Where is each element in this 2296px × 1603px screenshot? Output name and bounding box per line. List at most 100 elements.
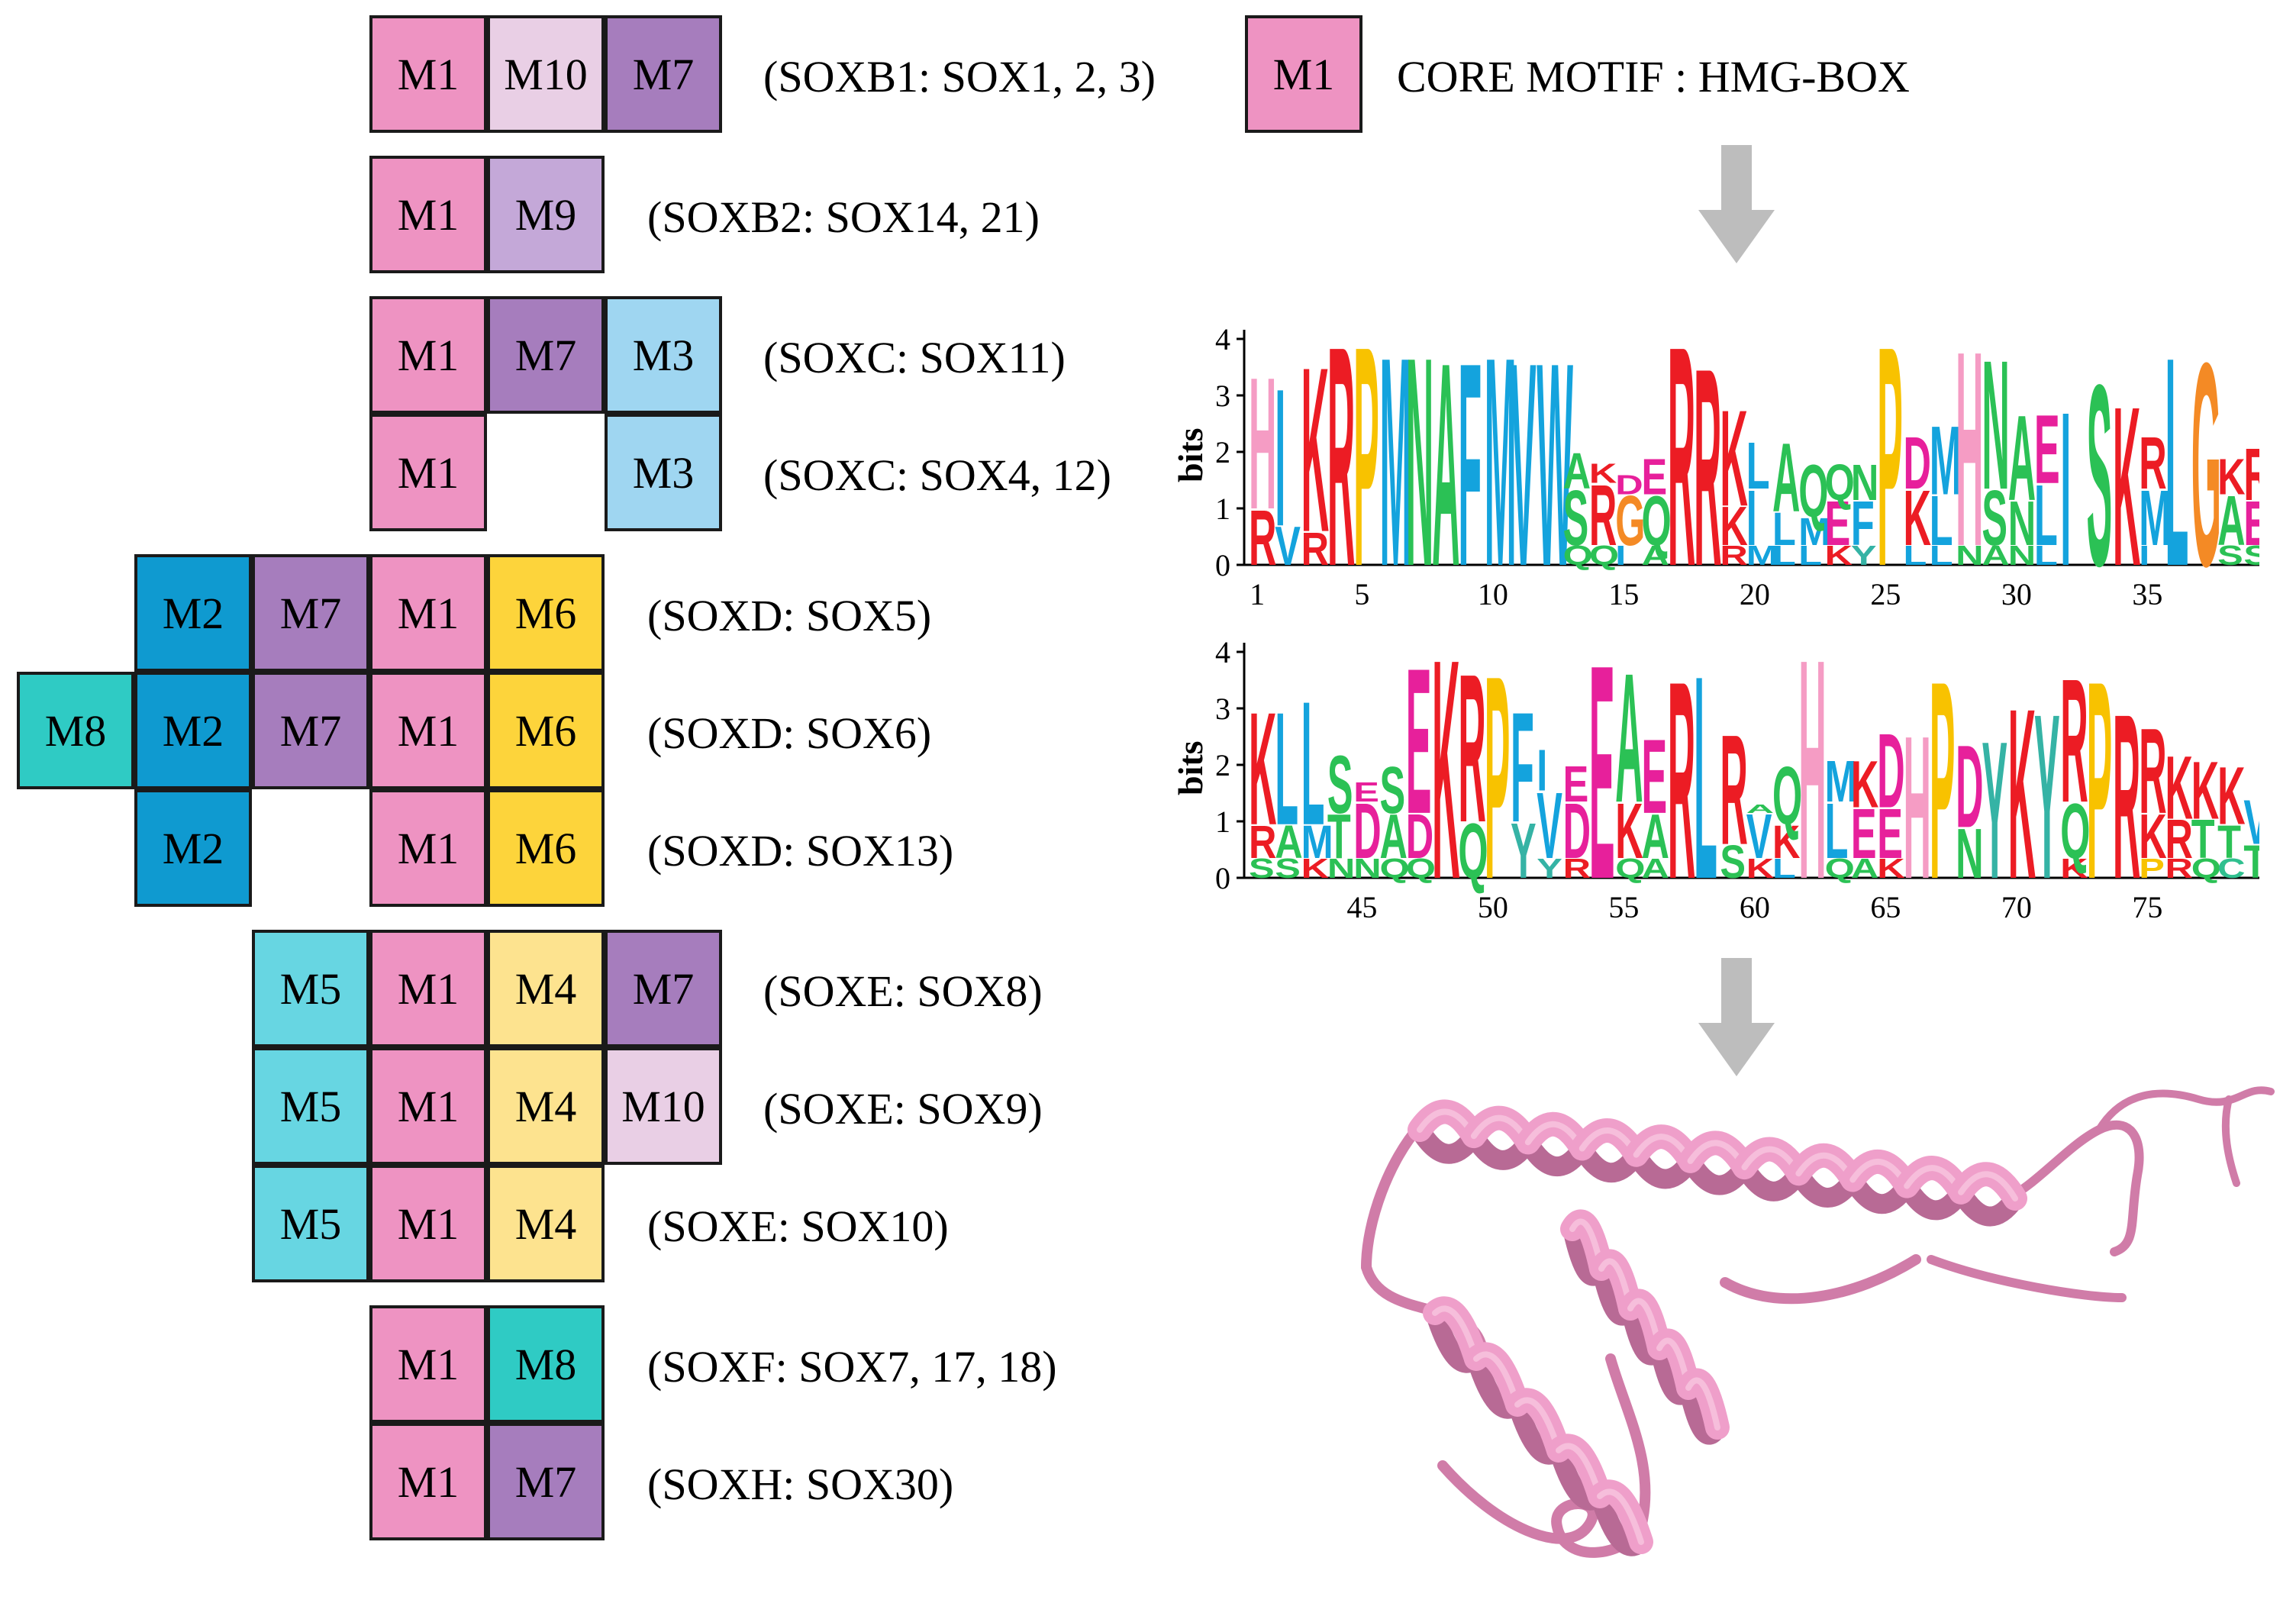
logo-letter: P — [1353, 302, 1379, 607]
motif-box-m1: M1 — [369, 1423, 487, 1540]
motif-name: M1 — [397, 1339, 460, 1389]
logo-letter: T — [1327, 802, 1351, 872]
logo-letter: D — [1877, 712, 1904, 831]
x-tick-label: 55 — [1608, 890, 1639, 920]
logo-letter: K — [2139, 802, 2166, 872]
motif-box-m4: M4 — [487, 1165, 605, 1282]
motif-name: M3 — [632, 447, 695, 498]
logo-letter: R — [2060, 642, 2088, 839]
logo-letter: K — [2165, 738, 2193, 838]
subgroup-label: (SOXH: SOX30) — [647, 1459, 954, 1509]
logo-letter: L — [1772, 540, 1796, 571]
logo-letter: R — [2165, 853, 2193, 884]
logo-letter: H — [1956, 302, 1983, 605]
motif-box-m1: M1 — [369, 15, 487, 133]
subgroup-label: (SOXE: SOX9) — [763, 1084, 1043, 1134]
logo-letter: S — [1380, 753, 1406, 828]
logo-letter: Q — [1380, 853, 1410, 884]
logo-letter: L — [1746, 429, 1770, 504]
motif-box-m1: M1 — [369, 672, 487, 789]
motif-name: M1 — [397, 189, 460, 240]
logo-letter: H — [1798, 614, 1826, 920]
logo-letter: V — [2243, 788, 2259, 858]
motif-name: M4 — [514, 963, 577, 1014]
logo-letter: Y — [2034, 665, 2060, 920]
logo-letter: L — [2034, 540, 2058, 571]
logo-letter: A — [1275, 815, 1302, 868]
logo-letter: D — [1904, 422, 1931, 505]
logo-letter: L — [1798, 540, 1822, 571]
logo-letter: E — [2243, 489, 2259, 560]
logo-letter: L — [1772, 502, 1796, 555]
motif-box-m7: M7 — [605, 15, 722, 133]
subgroup-label: (SOXE: SOX8) — [763, 966, 1043, 1016]
motif-name: M1 — [397, 1081, 460, 1131]
motif-box-m2: M2 — [134, 789, 252, 907]
motif-box-m4: M4 — [487, 930, 605, 1047]
logo-letter: E — [1589, 614, 1615, 920]
motif-box-m1: M1 — [369, 1165, 487, 1282]
logo-letter: K — [1301, 318, 1329, 581]
logo-letter: I — [1275, 348, 1285, 567]
logo-letter: L — [1904, 540, 1927, 571]
logo-letter: I — [1537, 737, 1547, 802]
logo-letter: R — [2113, 665, 2140, 920]
logo-letter: K — [1249, 679, 1276, 859]
logo-letter: R — [1694, 309, 1721, 607]
motif-box-m1: M1 — [369, 414, 487, 531]
motif-name: M1 — [397, 705, 460, 756]
logo-letter: Q — [1589, 540, 1619, 571]
logo-letter: M — [1798, 510, 1830, 554]
logo-letter: H — [1249, 338, 1276, 549]
motif-box-m8: M8 — [17, 672, 134, 789]
motif-name: M5 — [279, 1198, 342, 1249]
motif-box-m7: M7 — [487, 296, 605, 414]
logo-letter: G — [1615, 482, 1645, 560]
y-tick-label: 1 — [1215, 492, 1230, 526]
motif-box-m3: M3 — [605, 414, 722, 531]
motif-box-m10: M10 — [487, 15, 605, 133]
logo-letter: Q — [1406, 853, 1436, 884]
motif-name: M1 — [397, 823, 460, 873]
logo-letter: Y — [1511, 808, 1537, 895]
motif-box-m3: M3 — [605, 296, 722, 414]
logo-letter: A — [1772, 423, 1800, 532]
motif-name: M7 — [514, 1456, 577, 1507]
logo-letter: Q — [1615, 853, 1645, 884]
logo-letter: F — [1851, 489, 1875, 560]
logo-letter: A — [1642, 853, 1669, 884]
logo-letter: Q — [1772, 750, 1802, 841]
logo-letter: N — [2008, 540, 2036, 571]
motif-name: M8 — [514, 1339, 577, 1389]
logo-letter: L — [1772, 853, 1796, 884]
logo-letter: M — [1380, 302, 1412, 607]
motif-name: M5 — [279, 963, 342, 1014]
logo-letter: V — [1511, 303, 1537, 607]
x-tick-label: 65 — [1870, 890, 1901, 920]
motif-name: M5 — [279, 1081, 342, 1131]
logo-letter: Q — [1563, 540, 1593, 571]
logo-letter: R — [1249, 495, 1276, 582]
motif-box-m7: M7 — [252, 672, 369, 789]
logo-letter: F — [1458, 303, 1482, 607]
logo-letter: K — [1615, 789, 1643, 876]
x-tick-label: 10 — [1478, 577, 1508, 607]
logo-letter: S — [2243, 540, 2259, 571]
logo-letter: E — [1406, 625, 1432, 858]
x-tick-label: 75 — [2132, 890, 2162, 920]
logo-letter: D — [1563, 789, 1591, 876]
logo-letter: A — [1615, 634, 1643, 840]
down-arrow-icon — [1698, 958, 1775, 1076]
motif-name: M2 — [162, 705, 224, 756]
logo-letter: E — [2034, 395, 2060, 504]
logo-letter: H — [1904, 693, 1931, 920]
logo-letter: I — [2139, 540, 2149, 571]
y-tick-label: 0 — [1215, 861, 1230, 895]
logo-letter: S — [1249, 853, 1275, 884]
logo-letter: Y — [1982, 701, 2007, 920]
logo-letter: M — [1825, 748, 1857, 814]
logo-letter: L — [1301, 665, 1325, 862]
logo-letter: Q — [2191, 853, 2221, 884]
logo-letter: R — [1563, 853, 1591, 884]
down-arrow-icon — [1698, 145, 1775, 263]
